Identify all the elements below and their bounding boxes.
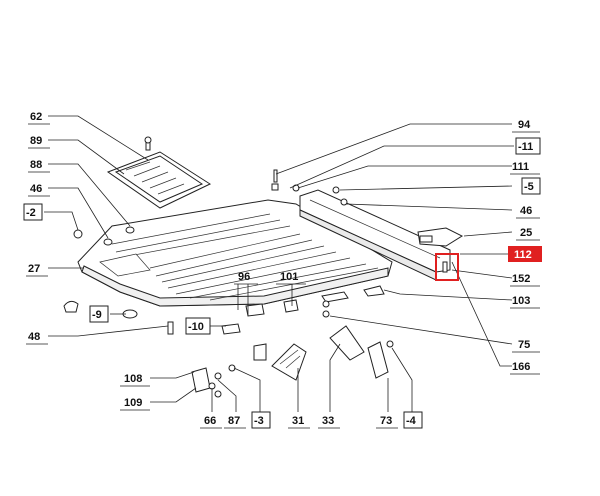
callout-33[interactable]: 33 [318,415,340,429]
callout-152[interactable]: 152 [510,273,540,287]
callout-87[interactable]: 87 [224,415,246,429]
svg-text:94: 94 [518,119,531,131]
callout-101[interactable]: 101 [276,271,306,285]
small-parts [63,169,448,398]
callout-96[interactable]: 96 [234,271,258,285]
svg-text:31: 31 [292,415,304,427]
svg-text:-3: -3 [254,415,264,427]
highlight-box-112 [435,253,459,281]
callout-112-highlighted[interactable]: 112 [508,246,542,262]
callout-31[interactable]: 31 [288,415,310,429]
svg-text:96: 96 [238,271,250,283]
svg-text:-5: -5 [524,181,534,193]
callout-27[interactable]: 27 [26,263,48,277]
callout-labels: 62 89 88 46 -2 27 48 94 -11 111 -5 46 25… [23,108,542,429]
svg-text:27: 27 [28,263,40,275]
svg-text:-11: -11 [518,141,533,153]
callout-minus4[interactable]: -4 [403,411,423,429]
svg-text:66: 66 [204,415,216,427]
leader-lines [44,115,514,412]
svg-text:103: 103 [512,295,530,307]
svg-text:101: 101 [280,271,298,283]
svg-text:88: 88 [30,159,42,171]
svg-text:87: 87 [228,415,240,427]
svg-text:46: 46 [30,183,42,195]
svg-text:-4: -4 [406,415,417,427]
svg-text:109: 109 [124,397,142,409]
svg-text:89: 89 [30,135,42,147]
callout-46-left[interactable]: 46 [28,183,50,197]
svg-text:62: 62 [30,111,42,123]
svg-text:112: 112 [514,249,532,261]
svg-text:48: 48 [28,331,40,343]
svg-text:25: 25 [520,227,532,239]
svg-text:-2: -2 [26,207,36,219]
callout-minus5[interactable]: -5 [521,177,541,195]
callout-minus10[interactable]: -10 [185,317,211,335]
callout-111[interactable]: 111 [510,161,540,175]
callout-66[interactable]: 66 [200,415,222,429]
floor-ribs [111,213,379,301]
callout-88[interactable]: 88 [28,159,50,173]
svg-text:-9: -9 [92,309,102,321]
svg-text:33: 33 [322,415,334,427]
callout-73[interactable]: 73 [376,415,398,429]
callout-minus2[interactable]: -2 [23,203,43,221]
floor-panel [77,199,393,307]
callout-89[interactable]: 89 [28,135,50,149]
svg-text:-10: -10 [188,321,204,333]
callout-48[interactable]: 48 [26,331,48,345]
side-rail [299,189,464,281]
callout-62[interactable]: 62 [28,108,50,125]
svg-text:111: 111 [512,161,529,173]
callout-minus9[interactable]: -9 [89,305,109,323]
svg-text:152: 152 [512,273,530,285]
grille-panel [106,136,212,209]
svg-text:75: 75 [518,339,530,351]
callout-103[interactable]: 103 [510,295,540,309]
callout-minus11[interactable]: -11 [515,137,541,155]
svg-text:73: 73 [380,415,392,427]
callout-25[interactable]: 25 [516,227,540,241]
callout-109[interactable]: 109 [120,397,150,411]
callout-75[interactable]: 75 [512,339,540,353]
callout-108[interactable]: 108 [120,373,150,387]
callout-166[interactable]: 166 [510,361,540,375]
svg-text:166: 166 [512,361,530,373]
svg-text:108: 108 [124,373,142,385]
callout-94[interactable]: 94 [512,119,540,133]
callout-minus3[interactable]: -3 [251,411,271,429]
svg-text:46: 46 [520,205,532,217]
callout-46-right[interactable]: 46 [516,205,540,219]
